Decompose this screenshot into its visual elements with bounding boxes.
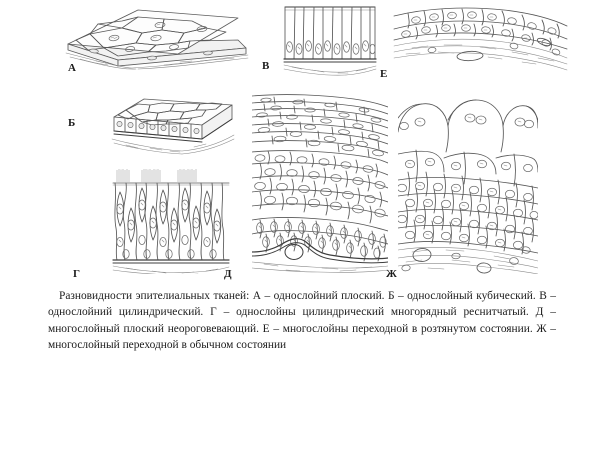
panel-label-a: А <box>68 62 77 74</box>
panel-label-e: Е <box>380 68 388 80</box>
panel-g-ciliated-columnar-epithelium <box>112 168 230 274</box>
panel-b-cuboidal-epithelium <box>108 95 238 157</box>
panel-d-stratified-squamous-epithelium <box>252 92 388 274</box>
panel-label-zh: Ж <box>386 268 398 280</box>
panel-e-transitional-epithelium-stretched <box>392 2 568 76</box>
epithelial-tissue-figure: А <box>60 2 568 280</box>
panel-v-columnar-epithelium <box>282 3 378 79</box>
panel-a-squamous-epithelium <box>60 4 252 70</box>
panel-label-v: В <box>262 60 270 72</box>
panel-label-d: Д <box>224 268 232 280</box>
figure-caption: Разновидности эпителиальных тканей: А – … <box>48 290 556 352</box>
panel-label-g: Г <box>73 268 81 280</box>
panel-zh-transitional-epithelium-relaxed <box>398 92 538 274</box>
panel-label-b: Б <box>68 117 76 129</box>
